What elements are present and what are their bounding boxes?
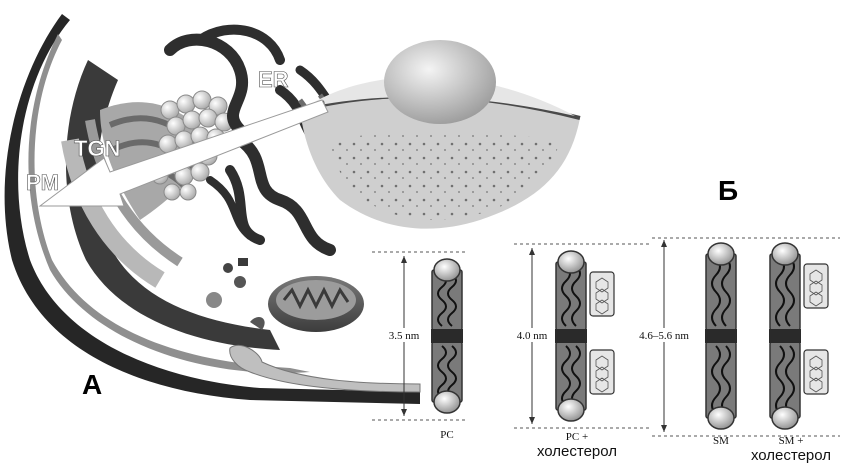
dimension-arrowhead (661, 425, 667, 432)
bilayer-midplane (769, 329, 801, 343)
bilayer-midplane (431, 329, 463, 343)
bilayer-caption: PC + (566, 431, 588, 443)
membrane-extension (230, 345, 420, 392)
label-pm: PM (26, 170, 59, 195)
thickness-label: 4.6–5.6 nm (639, 330, 689, 342)
head-group (558, 251, 584, 273)
bilayer-midplane (555, 329, 587, 343)
bilayer-caption: PC (440, 429, 453, 441)
nucleolus (384, 40, 496, 124)
small-vesicles (206, 258, 265, 330)
bilayer-3: 4.6–5.6 nm SM (628, 240, 737, 447)
dimension-arrowhead (401, 409, 407, 416)
thickness-label: 4.0 nm (517, 330, 548, 342)
cholesterol (804, 264, 828, 308)
head-group (772, 243, 798, 265)
head-group (708, 407, 734, 429)
bilayer-4: SM +холестерол (751, 243, 831, 464)
cholesterol (590, 272, 614, 316)
bilayer-caption-cholesterol: холестерол (751, 447, 831, 464)
panel-a-label: A (82, 369, 102, 400)
head-group (708, 243, 734, 265)
dimension-arrowhead (529, 248, 535, 255)
head-group (434, 391, 460, 413)
panel-b-label: Б (718, 175, 738, 206)
cell-cutaway (5, 14, 580, 404)
bilayer-1: 3.5 nm PC (384, 256, 463, 441)
bilayer-caption: SM (713, 435, 729, 447)
head-group (772, 407, 798, 429)
mitochondrion (268, 276, 364, 332)
label-tgn: TGN (74, 136, 120, 161)
bilayer-caption: SM + (779, 435, 804, 447)
cholesterol (804, 350, 828, 394)
label-er: ER (258, 67, 289, 92)
cholesterol (590, 350, 614, 394)
thickness-label: 3.5 nm (389, 330, 420, 342)
dimension-arrowhead (529, 417, 535, 424)
dimension-arrowhead (661, 240, 667, 247)
dimension-arrowhead (401, 256, 407, 263)
bilayer-caption-cholesterol: холестерол (537, 443, 617, 460)
head-group (558, 399, 584, 421)
bilayer-midplane (705, 329, 737, 343)
head-group (434, 259, 460, 281)
